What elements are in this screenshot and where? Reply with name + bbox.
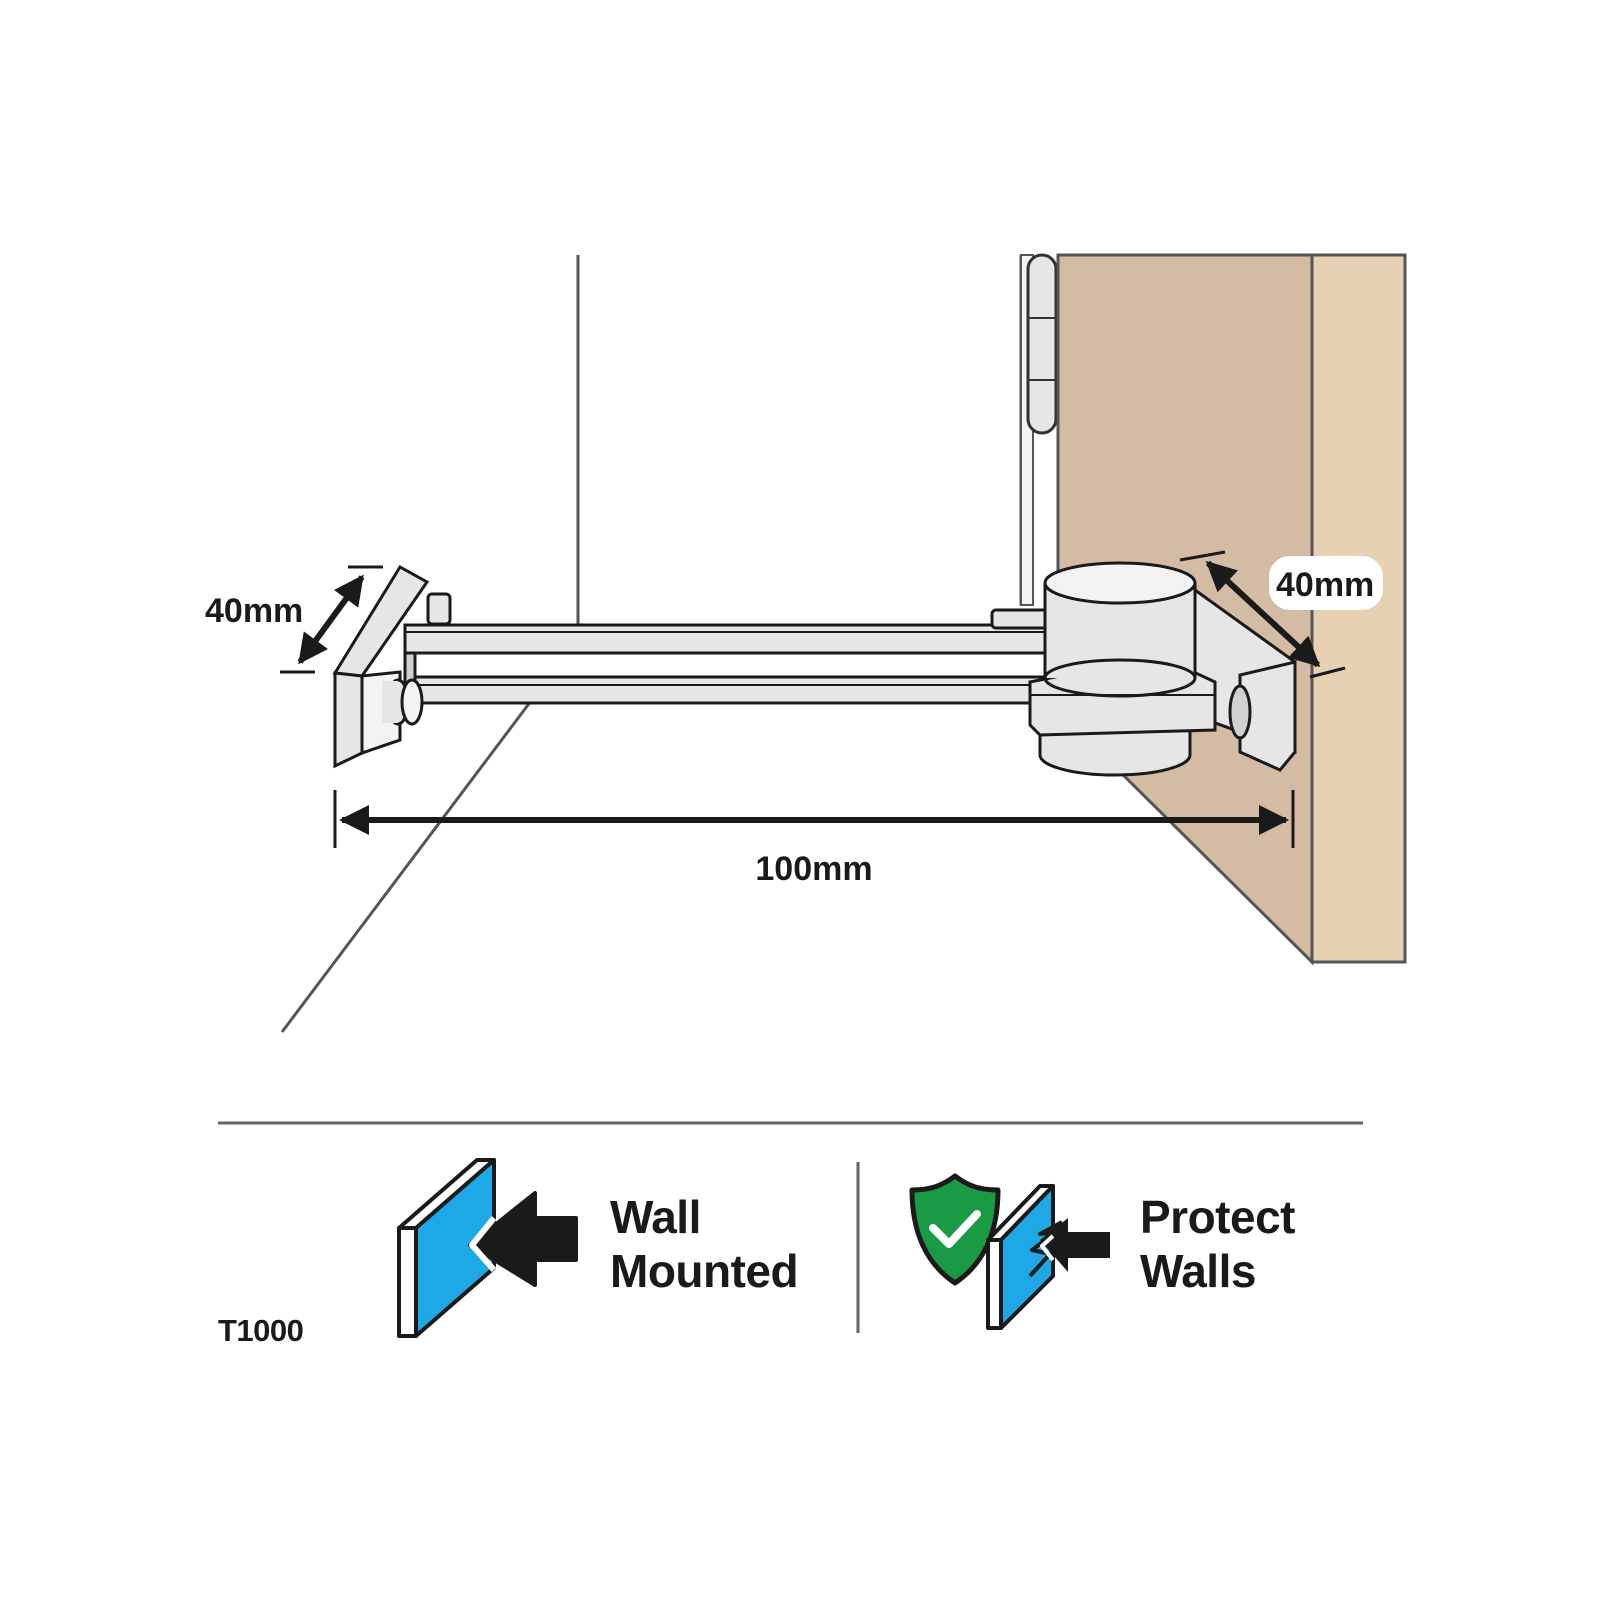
dimension-right-height: 40mm bbox=[1179, 550, 1383, 679]
wall-mounted-icon bbox=[397, 1158, 578, 1338]
length-label: 100mm bbox=[755, 850, 872, 888]
right-height-label: 40mm bbox=[1276, 566, 1374, 604]
dimension-length: 100mm bbox=[333, 790, 1295, 888]
protect-walls-label: Protect Walls bbox=[1140, 1190, 1295, 1298]
shield-icon bbox=[909, 1173, 1001, 1286]
wall-mounted-line2: Mounted bbox=[610, 1245, 799, 1297]
protect-walls-line2: Walls bbox=[1140, 1245, 1256, 1297]
wall-mounted-label: Wall Mounted bbox=[610, 1190, 799, 1298]
checkmark-icon bbox=[929, 1210, 981, 1248]
floor-line bbox=[280, 692, 539, 1033]
door-hinge bbox=[1026, 253, 1058, 435]
left-height-label: 40mm bbox=[205, 592, 303, 630]
model-code: T1000 bbox=[218, 1313, 304, 1348]
protect-walls-line1: Protect bbox=[1140, 1191, 1295, 1243]
wall-mounted-line1: Wall bbox=[610, 1191, 701, 1243]
door bbox=[576, 254, 1034, 627]
dimension-left-height: 40mm bbox=[205, 565, 383, 674]
door-stop bbox=[332, 561, 1297, 777]
protect-walls-icon bbox=[909, 1173, 1110, 1330]
